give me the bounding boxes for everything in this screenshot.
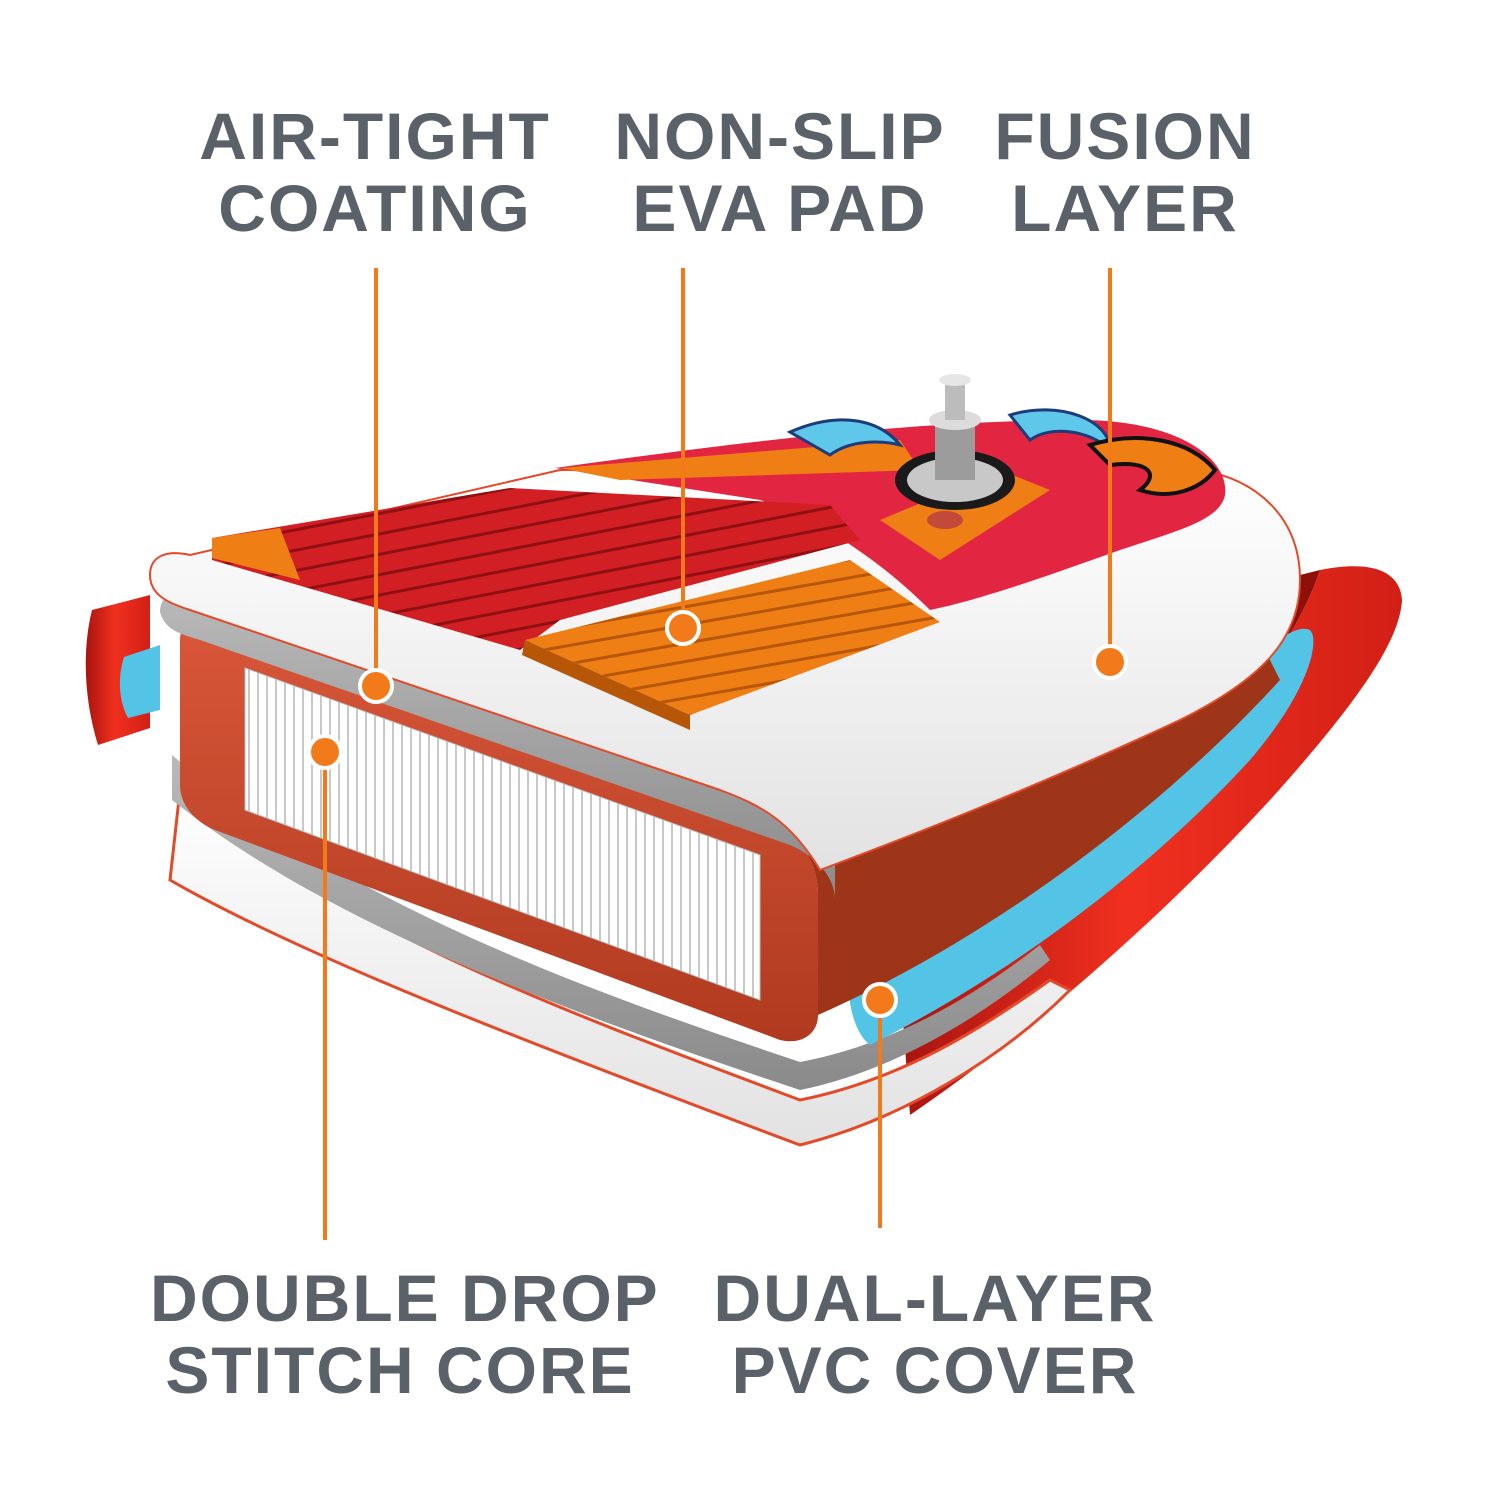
air-tight-callout-dot: [358, 668, 394, 704]
air-tight-coating-label-line1: AIR-TIGHT: [199, 99, 551, 173]
air-valve: [895, 374, 1015, 510]
non-slip-eva-pad-label-line2: EVA PAD: [632, 171, 928, 245]
double-drop-stitch-core-label: DOUBLE DROP STITCH CORE: [150, 1261, 660, 1407]
orange-eva-pad-edge: [522, 640, 690, 730]
rear-deck-pad-orange-edge: [212, 528, 300, 580]
bottom-gray-layer: [172, 755, 1050, 1090]
non-slip-callout-dot: [665, 610, 701, 646]
double-drop-stitch-core-label-line1: DOUBLE DROP: [150, 1261, 660, 1335]
bottom-white-shell: [168, 786, 1073, 1147]
fusion-callout-dot: [1092, 644, 1128, 680]
deck-graphic-wave: [786, 418, 904, 457]
non-slip-eva-pad-label-line1: NON-SLIP: [614, 99, 946, 173]
deck-hole: [927, 511, 963, 529]
dual-layer-pvc-cover-label-line2: PVC COVER: [731, 1333, 1139, 1407]
core-callout-dot: [307, 734, 343, 770]
pvc-callout-dot: [862, 982, 898, 1018]
dual-layer-pvc-cover-label: DUAL-LAYER PVC COVER: [700, 1262, 1170, 1406]
blue-rail-left: [119, 645, 160, 718]
dual-layer-pvc-cover-label-line1: DUAL-LAYER: [713, 1261, 1157, 1335]
upper-gray-layer: [160, 590, 835, 900]
fusion-layer-label-line2: LAYER: [1011, 171, 1239, 245]
non-slip-eva-pad-label: NON-SLIP EVA PAD: [600, 100, 960, 244]
callout-dots: [307, 610, 1128, 1018]
fusion-layer-label: FUSION LAYER: [980, 100, 1270, 244]
air-tight-coating-label: AIR-TIGHT COATING: [190, 100, 560, 244]
air-tight-coating-label-line2: COATING: [218, 171, 532, 245]
deck-graphic-tiger-stripes: [1086, 436, 1218, 496]
drop-stitch-threads: [244, 667, 761, 1001]
fusion-layer-label-line1: FUSION: [994, 99, 1256, 173]
double-drop-stitch-core-label-line2: STITCH CORE: [165, 1333, 635, 1407]
callout-lines: [323, 268, 1112, 1240]
orange-eva-pad: [525, 560, 940, 715]
